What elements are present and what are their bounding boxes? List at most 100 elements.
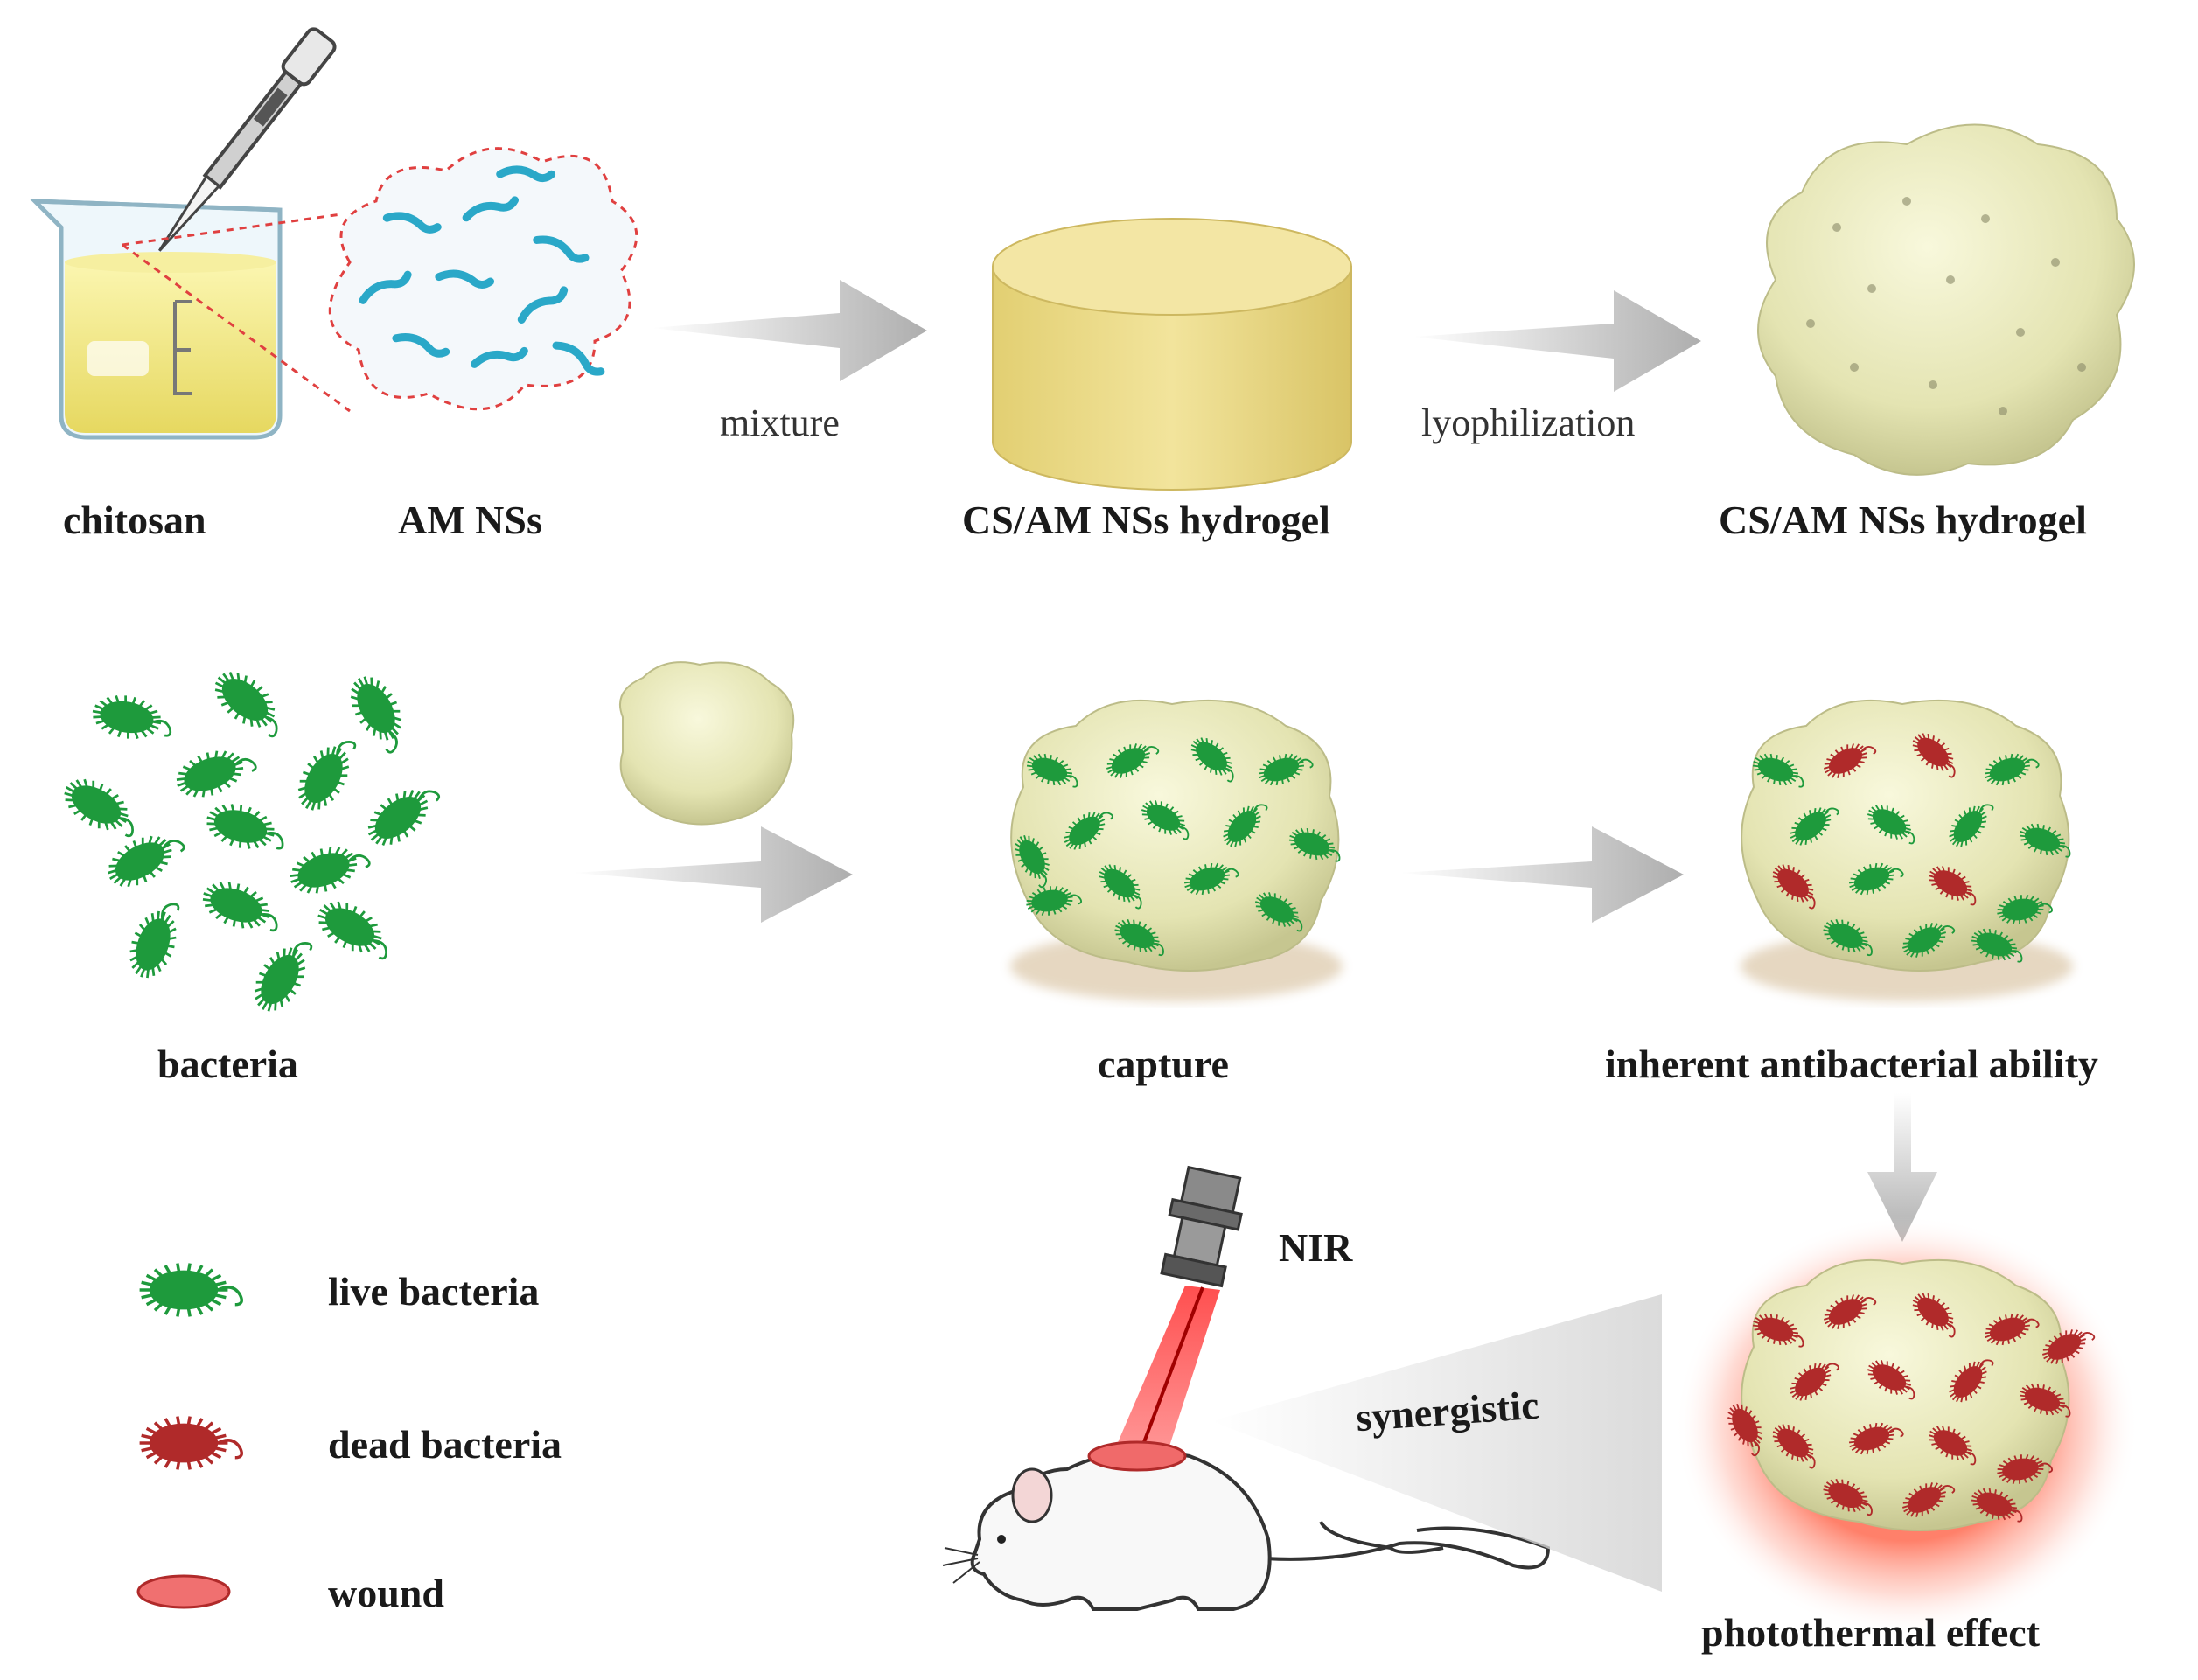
arrow-inherent xyxy=(1399,826,1684,923)
label-capture: capture xyxy=(1098,1042,1229,1086)
laser-device-icon xyxy=(1160,1165,1243,1288)
laser-core xyxy=(1135,1286,1204,1461)
nanosheet xyxy=(392,333,450,358)
dead-bacterium xyxy=(1823,743,1877,778)
dead-bacterium xyxy=(1790,1363,1839,1401)
zoom-line xyxy=(122,213,351,413)
nanosheet xyxy=(470,346,528,368)
dead-bacterium xyxy=(1901,1482,1956,1517)
label-nir: NIR xyxy=(1279,1225,1353,1270)
legend-dead-label: dead bacteria xyxy=(328,1422,562,1467)
live-bacterium xyxy=(176,750,257,798)
live-bacterium xyxy=(1949,804,1994,847)
nanosheet xyxy=(435,269,495,289)
live-bacterium xyxy=(1901,923,1956,958)
label-mixture: mixture xyxy=(720,401,840,444)
legend-wound-icon xyxy=(136,1574,231,1609)
dead-bacterium xyxy=(1727,1403,1762,1457)
dead-bacterium xyxy=(1997,1453,2054,1485)
pore xyxy=(1832,223,1841,232)
synergistic-cone xyxy=(1211,1294,1662,1592)
captured-live-bacterium xyxy=(1015,834,1050,889)
label-chitosan: chitosan xyxy=(63,498,206,542)
live-bacterium xyxy=(317,901,387,960)
pore xyxy=(1806,319,1815,328)
captured-live-bacterium xyxy=(1026,753,1078,788)
pore xyxy=(1902,197,1911,206)
pore xyxy=(1929,380,1937,389)
small-hydrogel xyxy=(618,661,795,826)
bacteria-cluster xyxy=(64,672,441,1012)
nanosheet xyxy=(533,235,590,263)
captured-live-bacterium xyxy=(1064,812,1113,850)
live-bacterium xyxy=(1971,928,2023,963)
capture-hydrogel xyxy=(1010,699,1343,1001)
pore xyxy=(1999,407,2007,415)
live-bacterium xyxy=(1823,918,1873,957)
inherent-hydrogel xyxy=(1741,699,2073,1001)
pore xyxy=(2077,363,2086,372)
dead-bacterium xyxy=(1848,1422,1904,1455)
dead-bacterium xyxy=(1971,1488,2023,1523)
porous-hydrogel-1 xyxy=(1757,123,2135,476)
live-bacterium xyxy=(1997,894,2054,925)
legend-wound-label: wound xyxy=(328,1571,444,1615)
live-bacterium xyxy=(1752,753,1804,788)
live-bacterium xyxy=(129,903,180,979)
label-cs-hydrogel-2: CS/AM NSs hydrogel xyxy=(1719,498,2087,542)
dead-bacterium xyxy=(1823,1294,1877,1329)
nanosheet xyxy=(496,165,556,183)
live-bacterium xyxy=(367,790,441,846)
nanosheet xyxy=(517,286,569,324)
captured-live-bacterium xyxy=(1258,753,1314,786)
label-lyophilization: lyophilization xyxy=(1421,401,1636,444)
label-cs-hydrogel-1: CS/AM NSs hydrogel xyxy=(962,498,1330,542)
live-bacterium xyxy=(206,804,284,850)
live-bacterium xyxy=(350,676,402,754)
legend-dead-icon xyxy=(139,1416,243,1470)
live-bacterium xyxy=(1790,807,1839,846)
live-bacterium xyxy=(108,835,185,888)
label-bacteria: bacteria xyxy=(157,1042,298,1086)
live-bacterium xyxy=(254,942,313,1012)
beaker-icon xyxy=(29,199,283,440)
nanosheet xyxy=(552,341,605,376)
dead-bacterium xyxy=(1912,1293,1956,1338)
captured-live-bacterium xyxy=(1026,885,1083,917)
dead-bacterium xyxy=(1867,1360,1915,1400)
pipette-icon xyxy=(158,27,337,252)
dead-bacterium xyxy=(1984,1313,2040,1346)
live-bacterium xyxy=(64,778,134,838)
dead-bacterium xyxy=(1772,1424,1816,1469)
live-bacterium xyxy=(1984,753,2040,786)
live-bacterium xyxy=(297,741,357,811)
mouse-icon xyxy=(942,1440,1551,1611)
captured-live-bacterium xyxy=(1190,737,1234,783)
captured-live-bacterium xyxy=(1223,804,1268,847)
pore xyxy=(1946,275,1955,284)
legend-live-icon xyxy=(139,1263,243,1317)
pore xyxy=(1850,363,1859,372)
captured-live-bacterium xyxy=(1288,827,1341,862)
dead-bacterium xyxy=(1772,864,1816,910)
nanosheet xyxy=(462,196,520,222)
captured-live-bacterium xyxy=(1183,862,1239,896)
dead-bacterium xyxy=(1752,1313,1804,1348)
label-am-nss: AM NSs xyxy=(398,498,542,542)
am-nss-cloud xyxy=(328,147,638,411)
arrow-capture xyxy=(573,826,853,923)
live-bacterium xyxy=(92,695,172,739)
dead-bacterium xyxy=(1928,1426,1977,1466)
pore xyxy=(1867,284,1876,293)
captured-live-bacterium xyxy=(1099,864,1142,910)
label-photothermal: photothermal effect xyxy=(1701,1610,2041,1655)
dead-bacterium xyxy=(2041,1329,2096,1364)
captured-live-bacterium xyxy=(1254,892,1303,932)
pore xyxy=(2016,328,2025,337)
captured-live-bacterium xyxy=(1106,743,1160,778)
photothermal-hydrogel xyxy=(1727,1258,2096,1531)
arrow-mixture xyxy=(652,280,927,381)
live-bacterium xyxy=(2019,823,2071,858)
